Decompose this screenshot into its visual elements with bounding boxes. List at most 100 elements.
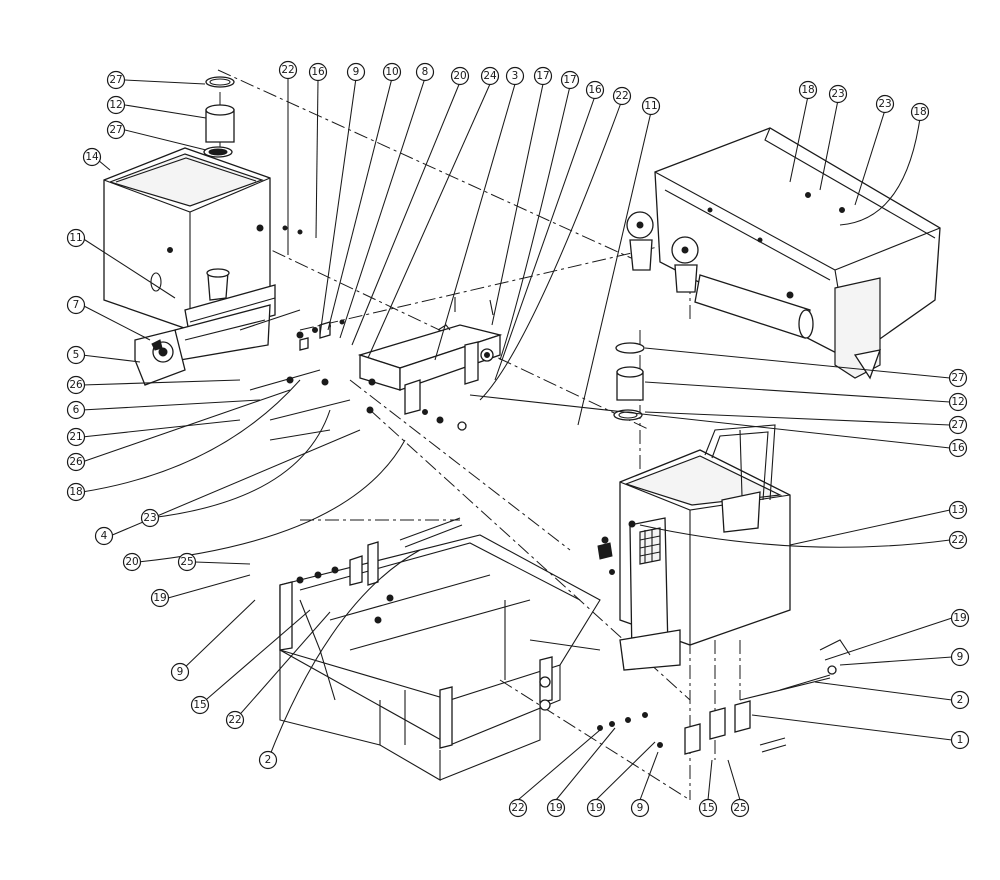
callout-label: 17: [563, 74, 576, 86]
callout-balloon: 22: [948, 530, 968, 550]
callout-circle: [140, 508, 160, 528]
callout-label: 16: [588, 84, 602, 96]
callout-circle: [177, 552, 197, 572]
callout-balloon: 2: [258, 750, 278, 770]
callout-label: 20: [453, 70, 466, 82]
callout-balloon: 27: [106, 70, 126, 90]
callout-balloon: 27: [106, 120, 126, 140]
callout-label: 24: [483, 70, 497, 82]
upper-hopper-assembly: [103, 147, 276, 386]
callout-balloon: 4: [94, 526, 114, 546]
callout-label: 7: [73, 299, 80, 311]
callout-balloon: 21: [66, 427, 86, 447]
callout-label: 1: [957, 734, 964, 746]
callout-circle: [948, 530, 968, 550]
callout-label: 27: [109, 74, 122, 86]
callout-circle: [170, 662, 190, 682]
callout-balloon: 22: [508, 798, 528, 818]
callout-balloon: 19: [150, 588, 170, 608]
upper-right-frame: [626, 127, 941, 380]
callout-circle: [560, 70, 580, 90]
callout-label: 14: [85, 151, 99, 163]
callout-label: 18: [913, 106, 926, 118]
callout-label: 22: [281, 64, 294, 76]
callout-balloon: 26: [66, 452, 86, 472]
callout-circle: [450, 66, 470, 86]
callout-circle: [66, 452, 86, 472]
top-seal-stack: [203, 76, 235, 158]
callout-label: 20: [125, 556, 138, 568]
callout-label: 26: [69, 379, 83, 391]
leader-lines: [81, 77, 953, 801]
callout-circle: [258, 750, 278, 770]
callout-balloon: 10: [382, 62, 402, 82]
callout-balloon: 15: [698, 798, 718, 818]
callout-label: 9: [957, 651, 964, 663]
callout-circle: [225, 710, 245, 730]
callout-label: 6: [73, 404, 80, 416]
callout-circle: [948, 500, 968, 520]
callout-circle: [150, 588, 170, 608]
callout-circle: [278, 60, 298, 80]
callout-label: 25: [180, 556, 193, 568]
callout-circle: [948, 438, 968, 458]
callout-balloon: 20: [122, 552, 142, 572]
callout-balloon: 9: [170, 662, 190, 682]
callout-balloon: 9: [950, 647, 970, 667]
callout-label: 19: [153, 592, 166, 604]
callout-circle: [950, 730, 970, 750]
callout-circle: [950, 608, 970, 628]
callout-circle: [948, 392, 968, 412]
callout-balloon: 16: [308, 62, 328, 82]
callout-label: 22: [228, 714, 241, 726]
callout-circle: [382, 62, 402, 82]
callout-balloon: 9: [346, 62, 366, 82]
callout-balloon: 6: [66, 400, 86, 420]
callout-balloon: 11: [66, 228, 86, 248]
callout-balloon: 22: [225, 710, 245, 730]
callout-label: 26: [69, 456, 83, 468]
callout-balloon: 12: [106, 95, 126, 115]
callout-circle: [66, 228, 86, 248]
callout-circle: [508, 798, 528, 818]
callout-balloon: 25: [177, 552, 197, 572]
callout-label: 11: [69, 232, 82, 244]
callout-label: 13: [951, 504, 964, 516]
callout-label: 22: [615, 90, 628, 102]
callout-circle: [122, 552, 142, 572]
callout-balloon: 24: [480, 66, 500, 86]
callout-circle: [106, 95, 126, 115]
callout-balloon: 25: [730, 798, 750, 818]
callout-label: 27: [951, 372, 964, 384]
callout-balloon: 1: [950, 730, 970, 750]
callout-label: 9: [177, 666, 184, 678]
callout-circle: [546, 798, 566, 818]
callout-circle: [948, 368, 968, 388]
callout-label: 10: [385, 66, 398, 78]
callout-circle: [698, 798, 718, 818]
callout-balloon: 26: [66, 375, 86, 395]
callout-balloon: 8: [415, 62, 435, 82]
callout-circle: [612, 86, 632, 106]
callout-circle: [730, 798, 750, 818]
callout-balloon: 11: [641, 96, 661, 116]
callout-label: 19: [549, 802, 562, 814]
callout-balloon: 18: [910, 102, 930, 122]
callout-balloon: 18: [798, 80, 818, 100]
callout-circle: [586, 798, 606, 818]
callout-label: 9: [637, 802, 644, 814]
callout-circle: [630, 798, 650, 818]
callout-balloon: 19: [546, 798, 566, 818]
callout-label: 27: [951, 419, 964, 431]
lower-right-hardware: [597, 639, 851, 755]
callout-balloon: 15: [190, 695, 210, 715]
callout-circle: [641, 96, 661, 116]
callout-circle: [66, 375, 86, 395]
lower-seal-stack: [613, 342, 645, 421]
callout-label: 22: [951, 534, 964, 546]
callout-circle: [66, 427, 86, 447]
callout-balloon: 12: [948, 392, 968, 412]
callout-balloon: 27: [948, 368, 968, 388]
